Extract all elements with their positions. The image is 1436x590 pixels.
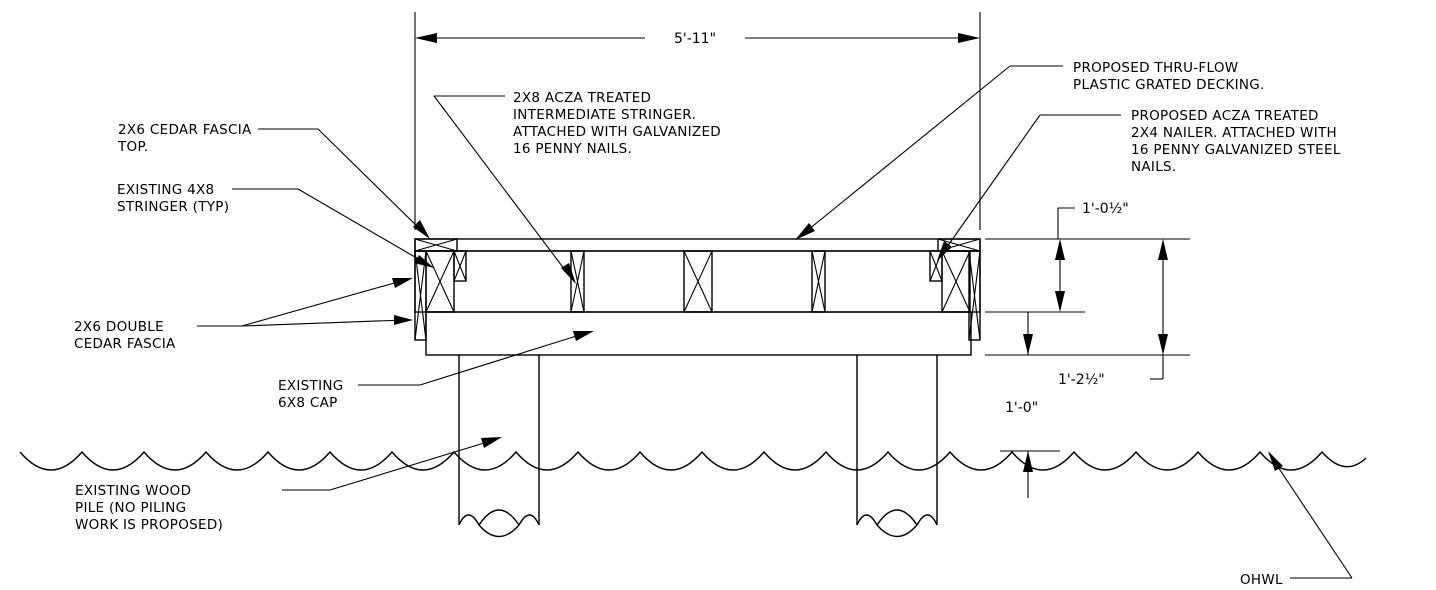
label-double-fascia-2: CEDAR FASCIA: [74, 336, 176, 352]
grated-decking: [414, 238, 981, 252]
dimension-cap-depth-text: 1'-2½": [1058, 372, 1105, 388]
label-cap-1: EXISTING: [278, 378, 344, 394]
label-existing-stringer-2: STRINGER (TYP): [117, 199, 229, 215]
pile-right: [856, 355, 938, 538]
callout-intermediate-stringer: 2X8 ACZA TREATED INTERMEDIATE STRINGER. …: [433, 90, 721, 284]
callout-nailer: PROPOSED ACZA TREATED 2X4 NAILER. ATTACH…: [937, 108, 1341, 261]
cap-beam: [425, 311, 972, 356]
dimension-width-text: 5'-11": [674, 31, 716, 47]
label-nailer-3: 16 PENNY GALVANIZED STEEL: [1131, 142, 1341, 158]
label-nailer-4: NAILS.: [1131, 159, 1177, 175]
label-nailer-2: 2X4 NAILER. ATTACHED WITH: [1131, 125, 1337, 141]
label-stringer-4: 16 PENNY NAILS.: [513, 141, 632, 157]
existing-stringer-left: [425, 250, 455, 313]
label-double-fascia-1: 2X6 DOUBLE: [74, 319, 164, 335]
dimension-width: 5'-11": [414, 12, 981, 230]
label-pile-3: WORK IS PROPOSED): [75, 517, 223, 533]
label-cap-2: 6X8 CAP: [278, 395, 338, 411]
fascia-top-left: [414, 238, 458, 252]
existing-stringer-right: [941, 250, 971, 313]
nailer-right: [929, 250, 943, 282]
label-stringer-3: ATTACHED WITH GALVANIZED: [513, 124, 721, 140]
callout-decking: PROPOSED THRU-FLOW PLASTIC GRATED DECKIN…: [795, 60, 1265, 240]
dock-structure: [414, 238, 981, 538]
existing-stringer-center: [683, 250, 713, 313]
intermediate-stringer-1: [570, 250, 585, 313]
dimension-freeboard-text: 1'-0": [1005, 400, 1038, 416]
label-nailer-1: PROPOSED ACZA TREATED: [1131, 108, 1319, 124]
water-line: [19, 450, 1367, 471]
callout-pile: EXISTING WOOD PILE (NO PILING WORK IS PR…: [75, 437, 502, 533]
nailer-left: [453, 250, 467, 282]
dimension-stringer-depth-text: 1'-0½": [1082, 201, 1129, 217]
label-ohwl: OHWL: [1240, 572, 1283, 588]
dimension-right: 1'-0½" 1'-2½" 1'-0": [985, 201, 1190, 498]
label-pile-2: PILE (NO PILING: [75, 500, 186, 516]
label-decking-2: PLASTIC GRATED DECKING.: [1073, 77, 1265, 93]
label-fascia-top-1: 2X6 CEDAR FASCIA: [118, 122, 252, 138]
double-fascia-right: [968, 250, 981, 341]
pile-left: [458, 355, 540, 538]
intermediate-stringer-2: [811, 250, 826, 313]
callout-fascia-top: 2X6 CEDAR FASCIA TOP.: [117, 122, 430, 239]
callout-double-fascia: 2X6 DOUBLE CEDAR FASCIA: [74, 278, 413, 352]
label-decking-1: PROPOSED THRU-FLOW: [1073, 60, 1238, 76]
label-stringer-1: 2X8 ACZA TREATED: [513, 90, 651, 106]
callout-existing-stringer: EXISTING 4X8 STRINGER (TYP): [117, 182, 434, 268]
label-stringer-2: INTERMEDIATE STRINGER.: [513, 107, 696, 123]
callout-ohwl: OHWL: [1240, 451, 1353, 588]
label-pile-1: EXISTING WOOD: [75, 483, 191, 499]
label-existing-stringer-1: EXISTING 4X8: [117, 182, 214, 198]
label-fascia-top-2: TOP.: [117, 139, 148, 155]
callout-cap: EXISTING 6X8 CAP: [278, 331, 594, 411]
